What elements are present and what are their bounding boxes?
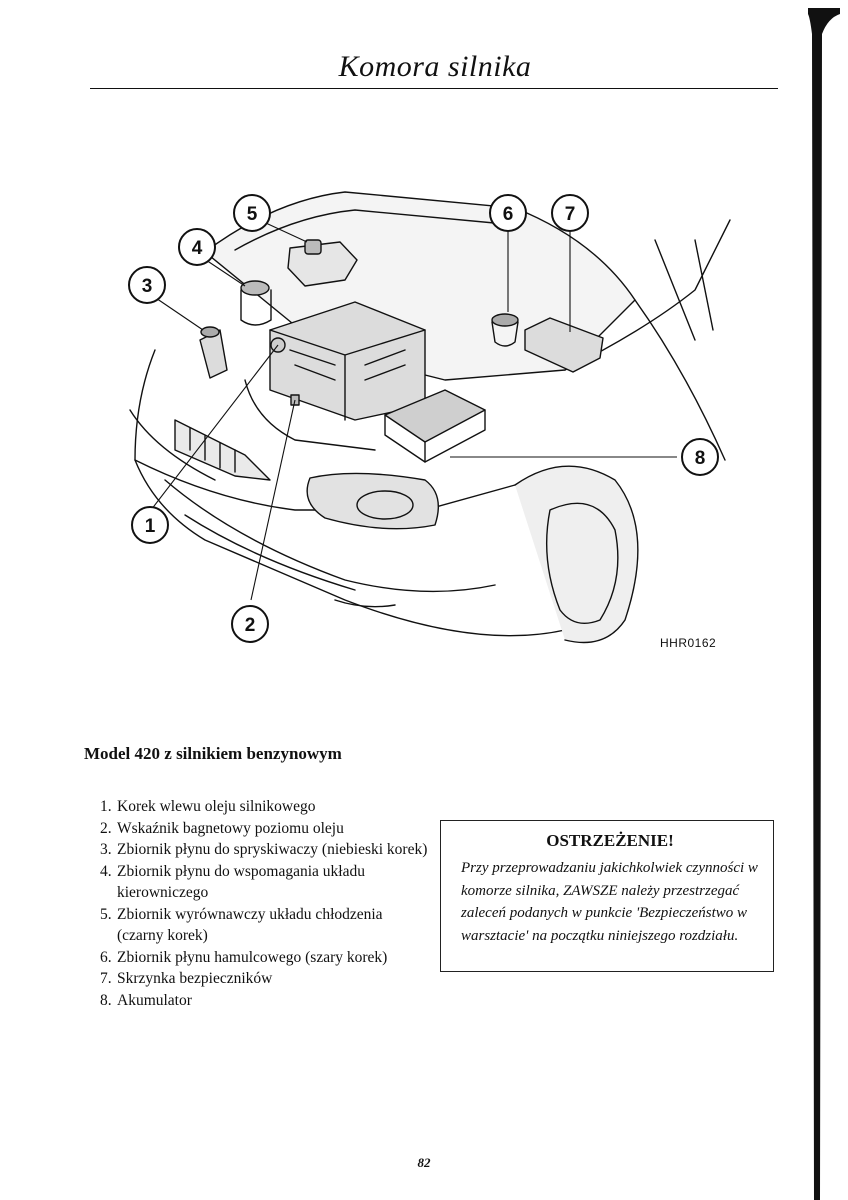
- callout-1: 1: [131, 506, 169, 544]
- component-list: 1.Korek wlewu oleju silnikowego 2.Wskaźn…: [100, 796, 430, 1011]
- title-rule: [90, 88, 778, 89]
- list-item: 6.Zbiornik płynu hamulcowego (szary kore…: [100, 948, 388, 966]
- list-item: 4.Zbiornik płynu do wspomagania układu k…: [100, 862, 365, 902]
- callout-5: 5: [233, 194, 271, 232]
- svg-text:6: 6: [503, 204, 514, 225]
- page-number: 82: [417, 1155, 431, 1170]
- page-edge-marker: [808, 8, 840, 1200]
- callout-2: 2: [231, 605, 269, 643]
- svg-text:7: 7: [565, 204, 576, 225]
- list-item: 8.Akumulator: [100, 991, 192, 1009]
- callout-8: 8: [681, 438, 719, 476]
- page-title: Komora silnika: [338, 50, 532, 83]
- warning-box: OSTRZEŻENIE! Przy przeprowadzaniu jakich…: [440, 820, 774, 972]
- svg-text:2: 2: [245, 615, 256, 636]
- callout-7: 7: [551, 194, 589, 232]
- svg-text:8: 8: [695, 448, 706, 469]
- svg-text:1: 1: [145, 516, 156, 537]
- section-heading: Model 420 z silnikiem benzynowym: [84, 744, 342, 763]
- warning-text: Przy przeprowadzaniu jakichkolwiek czynn…: [461, 860, 758, 944]
- svg-text:5: 5: [247, 204, 258, 225]
- list-item: 5.Zbiornik wyrównawczy układu chłodzenia…: [100, 905, 383, 945]
- svg-text:3: 3: [142, 276, 153, 297]
- figure-code: HHR0162: [660, 636, 717, 650]
- list-item: 2.Wskaźnik bagnetowy poziomu oleju: [100, 819, 344, 837]
- svg-text:4: 4: [192, 238, 203, 259]
- list-item: 3.Zbiornik płynu do spryskiwaczy (niebie…: [100, 841, 428, 858]
- callout-3: 3: [128, 266, 166, 304]
- callout-4: 4: [178, 228, 216, 266]
- callout-6: 6: [489, 194, 527, 232]
- list-item: 7.Skrzynka bezpieczników: [100, 970, 273, 987]
- engine-bay-illustration: 1 2 3 4 5 6 7 8: [128, 191, 731, 644]
- warning-title: OSTRZEŻENIE!: [546, 831, 674, 850]
- list-item: 1.Korek wlewu oleju silnikowego: [100, 798, 316, 815]
